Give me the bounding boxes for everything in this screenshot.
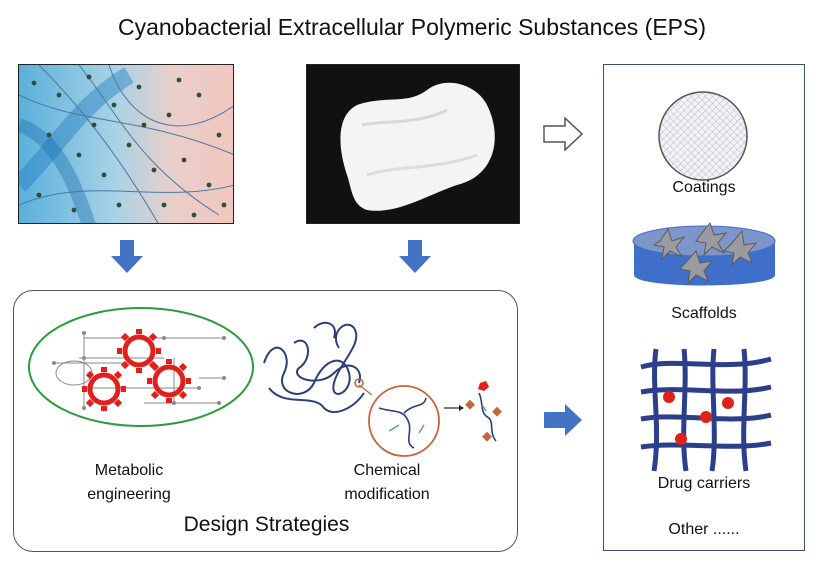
- chemical-modification-label: Chemical modification: [312, 459, 462, 507]
- metabolic-label-line2: engineering: [87, 486, 171, 503]
- polymer-modification-icon: [263, 321, 502, 457]
- scaffold-dish-icon: [632, 221, 776, 286]
- other-label: Other ......: [668, 521, 740, 538]
- right-arrow-icon: [544, 404, 582, 436]
- applications-panel: Coatings Scaffolds Drug carriers Other .…: [603, 64, 805, 551]
- drug-carrier-mesh-icon: [640, 348, 772, 472]
- down-arrow-icon: [111, 240, 143, 273]
- metabolic-engineering-label: Metabolic engineering: [54, 459, 204, 507]
- chemical-label-line2: modification: [344, 486, 430, 503]
- outline-right-arrow-icon: [543, 117, 583, 151]
- eps-material-photo: [306, 64, 520, 224]
- design-strategies-title: Design Strategies: [183, 513, 350, 536]
- down-arrow-icon: [399, 240, 431, 273]
- drug-carriers-label: Drug carriers: [657, 475, 751, 492]
- coating-disc-icon: [658, 91, 748, 181]
- metabolic-label-line1: Metabolic: [94, 462, 164, 479]
- chemical-label-line1: Chemical: [353, 462, 421, 479]
- coatings-label: Coatings: [672, 179, 736, 196]
- cyanobacteria-micrograph: [18, 64, 234, 224]
- scaffolds-label: Scaffolds: [671, 305, 737, 322]
- figure-title: Cyanobacterial Extracellular Polymeric S…: [117, 14, 707, 40]
- metabolic-network-gears-icon: [28, 307, 254, 427]
- design-strategies-panel: Metabolic engineering Chemical modificat…: [13, 290, 518, 552]
